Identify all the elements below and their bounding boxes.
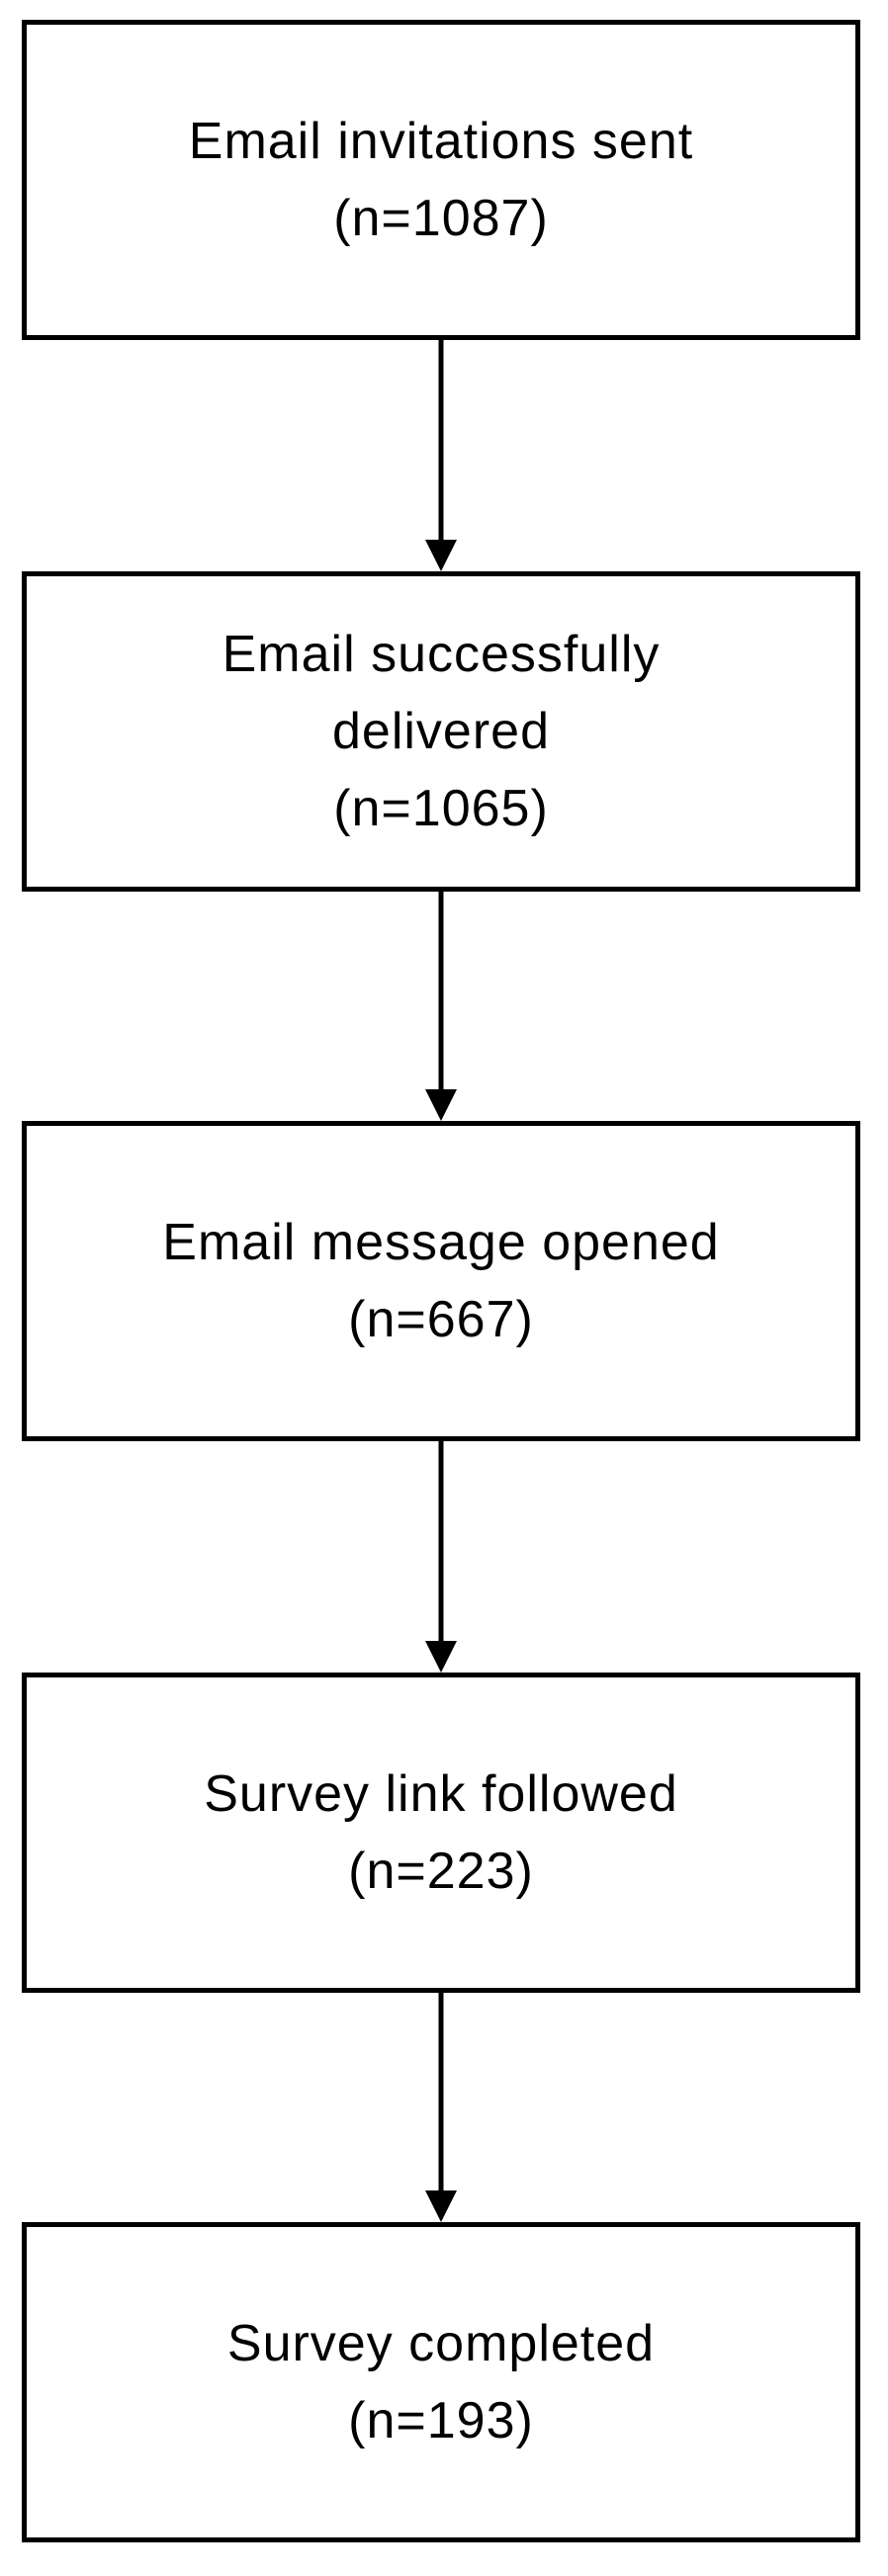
arrow-2-head (425, 1089, 457, 1121)
step-label: Email message opened (162, 1214, 720, 1271)
arrow-3-head (425, 1641, 457, 1673)
step-box-link-followed: Survey link followed (n=223) (22, 1673, 860, 1993)
arrow-1-head (425, 540, 457, 571)
step-count: (n=1087) (333, 190, 549, 247)
step-label: Survey link followed (204, 1765, 678, 1823)
step-label: Email invitations sent (188, 113, 694, 170)
step-box-invitations-sent: Email invitations sent (n=1087) (22, 20, 860, 340)
step-count: (n=193) (348, 2392, 534, 2449)
step-count: (n=223) (348, 1843, 534, 1900)
step-count: (n=667) (348, 1291, 534, 1348)
step-box-message-opened: Email message opened (n=667) (22, 1121, 860, 1441)
step-label: Email successfully delivered (222, 626, 661, 760)
step-label: Survey completed (226, 2315, 656, 2372)
step-box-successfully-delivered: Email successfully delivered (n=1065) (22, 571, 860, 892)
step-box-survey-completed: Survey completed (n=193) (22, 2222, 860, 2542)
step-count: (n=1065) (333, 780, 549, 837)
arrow-4-head (425, 2190, 457, 2222)
